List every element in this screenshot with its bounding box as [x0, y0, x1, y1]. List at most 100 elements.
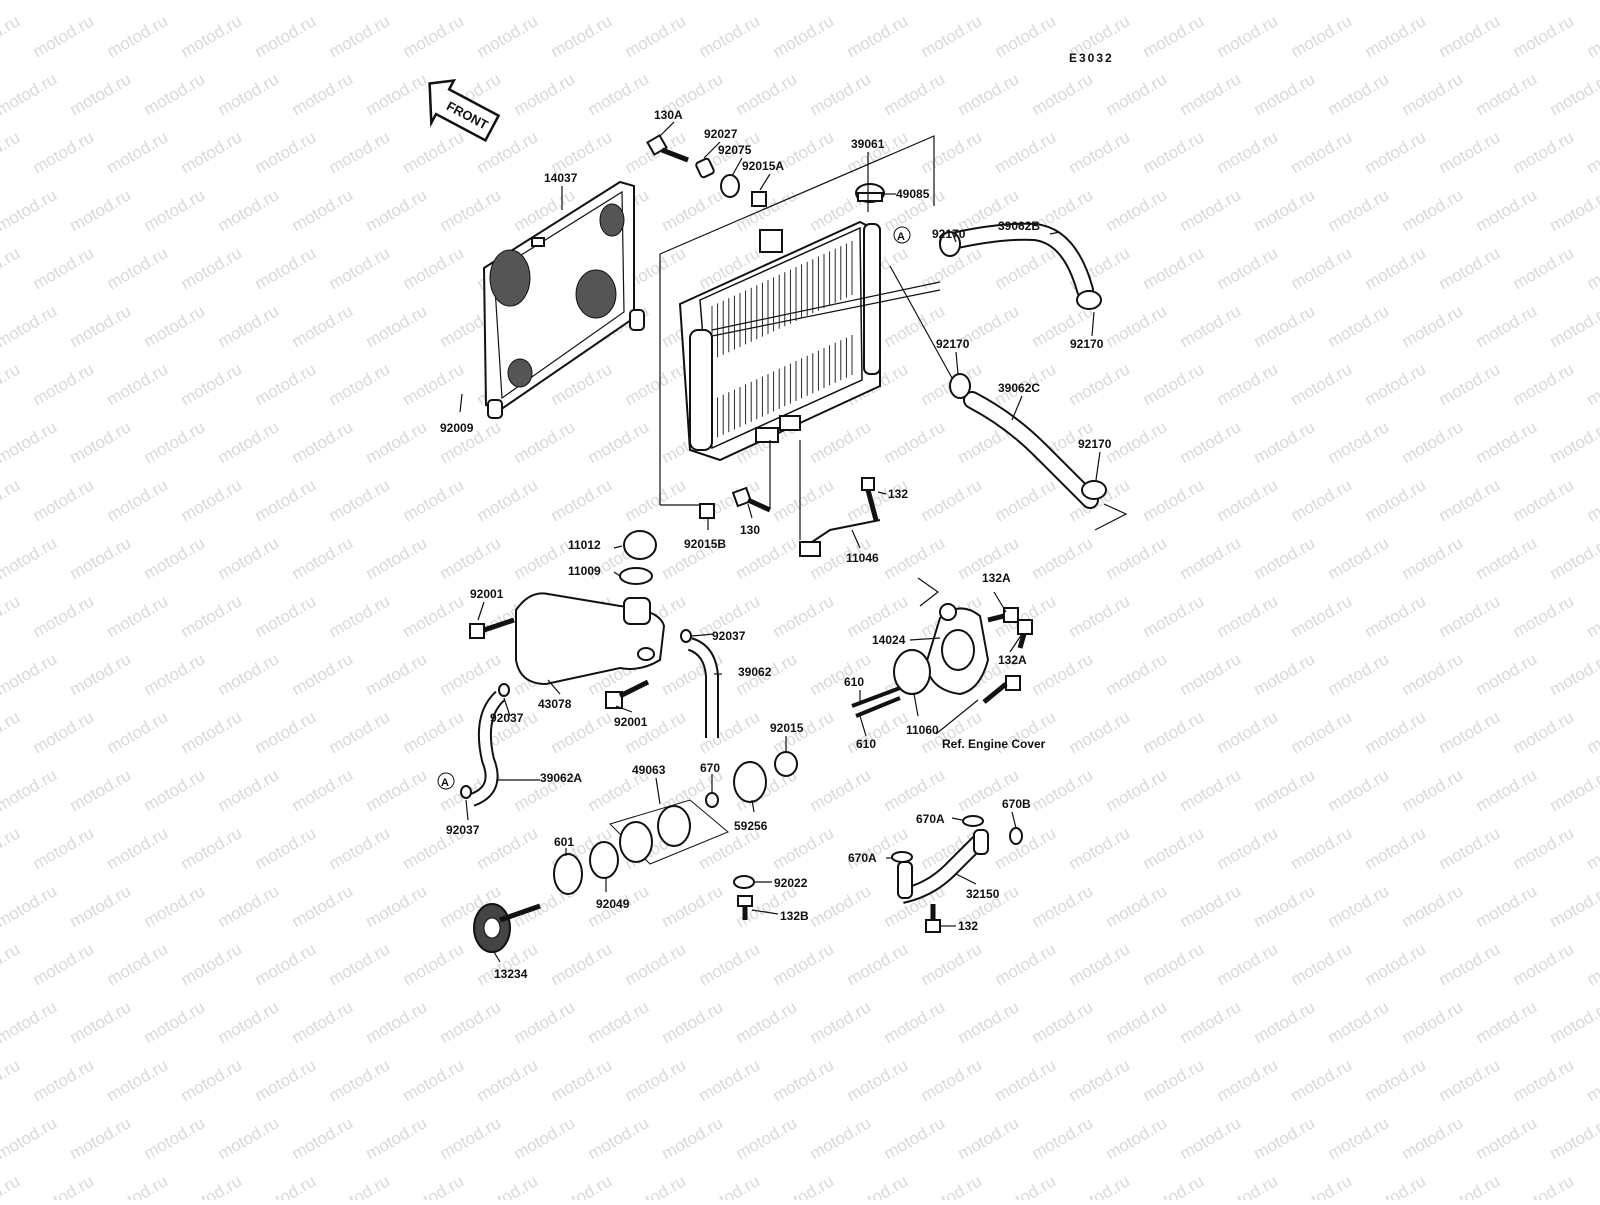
watermark-text: motod.ru	[326, 243, 394, 293]
watermark-text: motod.ru	[289, 69, 357, 119]
watermark-text: motod.ru	[215, 765, 283, 815]
watermark-text: motod.ru	[0, 185, 60, 235]
part-label: 49063	[632, 763, 666, 777]
watermark-text: motod.ru	[363, 881, 431, 931]
watermark-text: motod.ru	[326, 707, 394, 757]
watermark-text: motod.ru	[1103, 533, 1171, 583]
watermark-text: motod.ru	[1547, 533, 1600, 583]
watermark-text: motod.ru	[326, 11, 394, 61]
watermark-text: motod.ru	[696, 11, 764, 61]
watermark-text: motod.ru	[1473, 69, 1541, 119]
watermark-text: motod.ru	[1140, 823, 1208, 873]
watermark-text: motod.ru	[400, 1171, 468, 1200]
watermark-text: motod.ru	[1288, 359, 1356, 409]
watermark-text: motod.ru	[289, 765, 357, 815]
watermark-text: motod.ru	[289, 0, 357, 3]
watermark-text: motod.ru	[1103, 1113, 1171, 1163]
watermark-text: motod.ru	[30, 939, 98, 989]
watermark-text: motod.ru	[289, 185, 357, 235]
watermark-text: motod.ru	[1288, 475, 1356, 525]
watermark-text: motod.ru	[992, 939, 1060, 989]
watermark-text: motod.ru	[1584, 591, 1600, 641]
watermark-text: motod.ru	[67, 185, 135, 235]
part-label: 670A	[848, 851, 877, 865]
watermark-text: motod.ru	[30, 11, 98, 61]
watermark-text: motod.ru	[178, 359, 246, 409]
watermark-text: motod.ru	[178, 707, 246, 757]
watermark-text: motod.ru	[548, 127, 616, 177]
watermark-text: motod.ru	[0, 649, 60, 699]
watermark-text: motod.ru	[770, 475, 838, 525]
watermark-text: motod.ru	[0, 707, 23, 757]
watermark-text: motod.ru	[1362, 939, 1430, 989]
watermark-text: motod.ru	[363, 997, 431, 1047]
watermark-text: motod.ru	[1510, 707, 1578, 757]
watermark-text: motod.ru	[67, 417, 135, 467]
watermark-text: motod.ru	[67, 69, 135, 119]
watermark-text: motod.ru	[955, 0, 1023, 3]
watermark-text: motod.ru	[215, 301, 283, 351]
watermark-text: motod.ru	[1029, 997, 1097, 1047]
watermark-text: motod.ru	[1399, 417, 1467, 467]
watermark-text: motod.ru	[1510, 1171, 1578, 1200]
watermark-text: motod.ru	[141, 881, 209, 931]
watermark-text: motod.ru	[326, 823, 394, 873]
watermark-text: motod.ru	[30, 359, 98, 409]
watermark-text: motod.ru	[1140, 707, 1208, 757]
part-label: 670	[700, 761, 720, 775]
watermark-text: motod.ru	[289, 997, 357, 1047]
watermark-text: motod.ru	[215, 997, 283, 1047]
watermark-text: motod.ru	[585, 417, 653, 467]
part-label: 39062	[738, 665, 772, 679]
watermark-text: motod.ru	[0, 301, 60, 351]
part-label: 39061	[851, 137, 885, 151]
watermark-text: motod.ru	[0, 1055, 23, 1105]
watermark-text: motod.ru	[1066, 127, 1134, 177]
svg-text:A: A	[441, 777, 449, 789]
part-label: 130A	[654, 108, 683, 122]
watermark-text: motod.ru	[1510, 243, 1578, 293]
watermark-text: motod.ru	[918, 1055, 986, 1105]
watermark-text: motod.ru	[1288, 591, 1356, 641]
watermark-text: motod.ru	[0, 1171, 23, 1200]
watermark-text: motod.ru	[770, 1055, 838, 1105]
watermark-text: motod.ru	[437, 185, 505, 235]
watermark-text: motod.ru	[1066, 1055, 1134, 1105]
watermark-text: motod.ru	[1214, 475, 1282, 525]
watermark-text: motod.ru	[992, 1055, 1060, 1105]
watermark-text: motod.ru	[141, 301, 209, 351]
watermark-text: motod.ru	[1325, 417, 1393, 467]
part-label: 92170	[932, 227, 966, 241]
watermark-text: motod.ru	[1288, 127, 1356, 177]
nut-92015b	[700, 504, 714, 518]
watermark-text: motod.ru	[696, 1171, 764, 1200]
watermark-text: motod.ru	[1584, 707, 1600, 757]
oring-670	[706, 793, 718, 807]
watermark-text: motod.ru	[1251, 301, 1319, 351]
marker-a-upper: A	[894, 227, 910, 243]
cap-11012	[624, 531, 656, 559]
watermark-text: motod.ru	[659, 1113, 727, 1163]
watermark-text: motod.ru	[881, 69, 949, 119]
watermark-text: motod.ru	[1288, 939, 1356, 989]
part-label: 670B	[1002, 797, 1031, 811]
watermark-text: motod.ru	[141, 0, 209, 3]
watermark-text: motod.ru	[844, 11, 912, 61]
seal-49063-b	[658, 806, 690, 846]
watermark-text: motod.ru	[104, 591, 172, 641]
watermark-text: motod.ru	[326, 359, 394, 409]
watermark-text: motod.ru	[807, 997, 875, 1047]
watermark-text: motod.ru	[1177, 533, 1245, 583]
watermark-text: motod.ru	[1177, 185, 1245, 235]
watermark-text: motod.ru	[1510, 359, 1578, 409]
watermark-text: motod.ru	[1103, 649, 1171, 699]
seal-11009	[620, 568, 652, 584]
watermark-text: motod.ru	[141, 69, 209, 119]
watermark-text: motod.ru	[141, 997, 209, 1047]
watermark-text: motod.ru	[1029, 881, 1097, 931]
watermark-text: motod.ru	[252, 11, 320, 61]
pump-group-bracket	[918, 578, 938, 606]
watermark-text: motod.ru	[1325, 997, 1393, 1047]
part-label: 132	[888, 487, 908, 501]
